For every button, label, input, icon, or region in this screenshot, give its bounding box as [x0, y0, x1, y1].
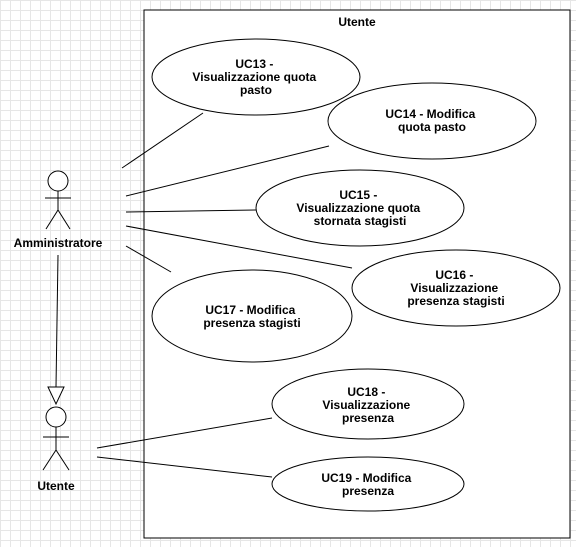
associations — [96, 112, 353, 478]
use-case-uc15: UC15 - Visualizzazione quota stornata st… — [255, 169, 465, 247]
uc18-line-2: Visualizzazione — [322, 398, 410, 412]
uc14-label: UC14 - Modifica quota pasto — [385, 107, 478, 134]
uc19-line-2: presenza — [342, 484, 394, 498]
uc19-line-1: UC19 - Modifica — [321, 471, 411, 485]
association-admin-uc15 — [125, 209, 258, 213]
uc18-line-1: UC18 - — [347, 385, 385, 399]
uc16-line-1: UC16 - — [435, 268, 473, 282]
actor-amministratore — [45, 170, 71, 230]
uc16-line-2: Visualizzazione — [410, 281, 498, 295]
uc16-label: UC16 - Visualizzazione presenza stagisti — [407, 268, 504, 308]
uc16-line-3: presenza stagisti — [407, 294, 504, 308]
use-case-uc13: UC13 - Visualizzazione quota pasto — [151, 38, 361, 116]
association-admin-uc17 — [125, 245, 172, 273]
uc17-line-1: UC17 - Modifica — [205, 303, 295, 317]
uc19-label: UC19 - Modifica presenza — [321, 471, 414, 498]
actor-utente — [42, 406, 70, 471]
use-case-uc17: UC17 - Modifica presenza stagisti — [151, 269, 353, 363]
uc14-line-2: quota pasto — [398, 120, 466, 134]
uc17-line-2: presenza stagisti — [203, 316, 300, 330]
uc13-line-2: Visualizzazione quota — [192, 70, 316, 84]
uc14-line-1: UC14 - Modifica — [385, 107, 475, 121]
use-case-uc14: UC14 - Modifica quota pasto — [327, 82, 537, 160]
uc15-line-3: stornata stagisti — [314, 214, 407, 228]
uc13-line-3: pasto — [240, 83, 272, 97]
association-user-uc19 — [96, 456, 273, 478]
system-title: Utente — [338, 15, 376, 29]
uc15-line-2: Visualizzazione quota — [296, 201, 420, 215]
association-admin-uc16 — [125, 225, 353, 269]
actor-utente-label: Utente — [37, 479, 75, 493]
association-admin-uc14 — [125, 145, 330, 197]
use-case-uc16: UC16 - Visualizzazione presenza stagisti — [351, 249, 561, 327]
actor-amministratore-label: Amministratore — [14, 236, 103, 250]
uc15-line-1: UC15 - — [339, 188, 377, 202]
uc13-line-1: UC13 - — [235, 57, 273, 71]
uc17-label: UC17 - Modifica presenza stagisti — [203, 303, 300, 330]
uc18-line-3: presenza — [342, 411, 394, 425]
uc13-label: UC13 - Visualizzazione quota pasto — [192, 57, 319, 97]
use-case-uc18: UC18 - Visualizzazione presenza — [271, 368, 465, 440]
use-case-uc19: UC19 - Modifica presenza — [271, 456, 465, 512]
uc18-label: UC18 - Visualizzazione presenza — [322, 385, 413, 425]
association-admin-uc13 — [121, 112, 204, 169]
uc15-label: UC15 - Visualizzazione quota stornata st… — [296, 188, 423, 228]
generalization-arrow — [47, 254, 65, 406]
association-user-uc18 — [96, 417, 273, 449]
